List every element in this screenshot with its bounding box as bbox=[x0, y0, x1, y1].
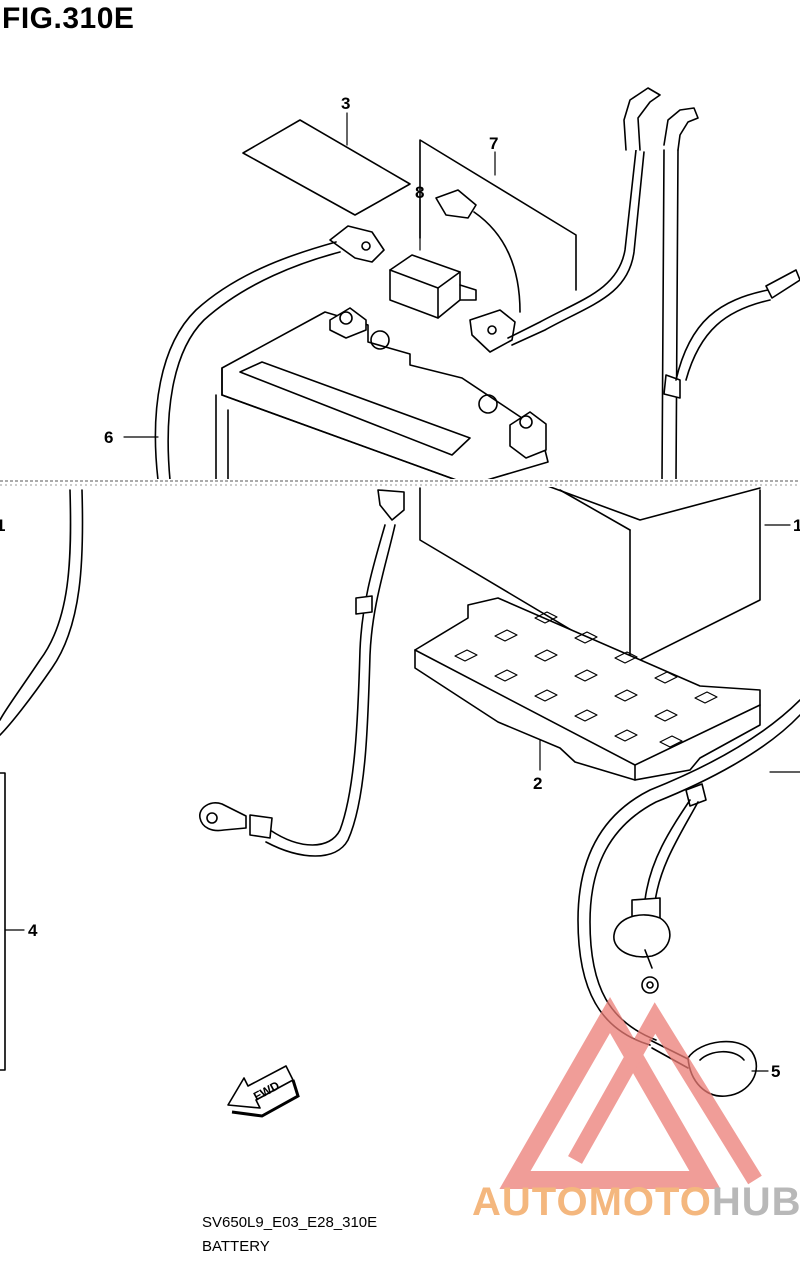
fwd-direction-arrow: FWD bbox=[227, 1065, 300, 1118]
part-1-battery-top bbox=[215, 307, 549, 486]
part-8-terminal-cover bbox=[389, 254, 477, 319]
callout-5: 5 bbox=[771, 1062, 780, 1081]
figure-title: FIG.310E bbox=[2, 2, 135, 35]
watermark-text-primary: AUTOMOTO bbox=[472, 1180, 712, 1224]
callout-2: 2 bbox=[533, 774, 542, 793]
view-break-line bbox=[0, 479, 800, 487]
part-7-assembly-bracket bbox=[419, 139, 577, 291]
callout-labels: 3 7 8 6 1 1 2 4 5 bbox=[0, 94, 800, 1081]
watermark-logo bbox=[499, 996, 762, 1189]
main-lead-wires bbox=[661, 107, 800, 481]
part-4-assembly-bracket bbox=[0, 772, 6, 1071]
leader-lines bbox=[4, 112, 800, 1072]
callout-6: 6 bbox=[104, 428, 113, 447]
callout-1-left: 1 bbox=[0, 516, 5, 535]
callout-7: 7 bbox=[489, 134, 498, 153]
callout-1: 1 bbox=[793, 516, 800, 535]
part-3-label-sheet bbox=[242, 119, 411, 216]
callout-3: 3 bbox=[341, 94, 350, 113]
part-2-battery-tray bbox=[414, 597, 761, 781]
part-7-sensor-lead bbox=[435, 87, 661, 353]
terminal-bolt-positive bbox=[509, 411, 547, 459]
callout-4: 4 bbox=[28, 921, 38, 940]
figure-caption: BATTERY bbox=[202, 1238, 270, 1255]
callout-8: 8 bbox=[415, 183, 424, 202]
sensor-harness bbox=[199, 489, 405, 857]
watermark-text: AUTOMOTOHUB bbox=[472, 1180, 800, 1225]
part-6-negative-cable bbox=[0, 225, 385, 736]
watermark-text-secondary: HUB bbox=[711, 1180, 800, 1224]
terminal-bolt-negative bbox=[329, 307, 367, 339]
model-code: SV650L9_E03_E28_310E bbox=[202, 1214, 378, 1231]
